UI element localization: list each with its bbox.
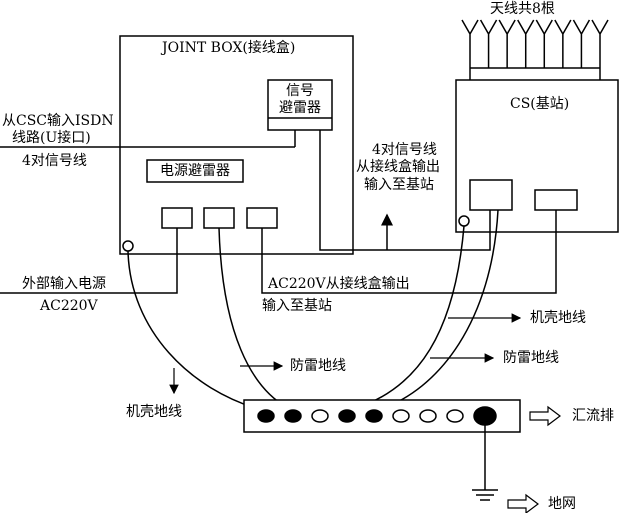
- antenna-1: [461, 19, 479, 68]
- antenna-array: [461, 19, 609, 80]
- lightning-ground-right-label: 防雷地线: [503, 350, 559, 366]
- cs-signal-terminal: [469, 179, 513, 211]
- busbar-hollow-arrow: [529, 405, 561, 427]
- busbar-label: 汇流排: [572, 408, 614, 424]
- antenna-6: [554, 19, 572, 68]
- power-arrester-box: [146, 159, 244, 183]
- antenna-7: [572, 19, 591, 68]
- isdn-label-1: 从CSC输入ISDN: [2, 113, 114, 129]
- signal-out-label-1: 4对信号线: [372, 142, 437, 158]
- isdn-label-2: 线路(U接口): [12, 130, 91, 146]
- signal-out-label-3: 输入至基站: [364, 177, 434, 193]
- signal-arrester-label-2: 避雷器: [279, 100, 321, 116]
- power-arrester-label: 电源避雷器: [160, 163, 230, 179]
- cs-chassis-ground-wire: [349, 225, 465, 411]
- busbar-hole-9: [473, 406, 497, 426]
- joint-box-title: JOINT BOX(接线盒): [162, 40, 296, 56]
- jb-chassis-ground-wire: [127, 250, 263, 411]
- busbar-hole-6: [392, 409, 410, 423]
- antenna-label: 天线共8根: [490, 1, 555, 17]
- jb-ground-lug: [122, 240, 134, 252]
- ac-out-label-1: AC220V从接线盒输出: [268, 276, 410, 292]
- joint-box: [119, 35, 354, 255]
- signal-arrester-box: [267, 79, 333, 131]
- antenna-5: [535, 19, 553, 68]
- busbar-hole-1: [257, 409, 275, 423]
- base-station-box: [455, 79, 619, 233]
- busbar-hole-4: [338, 409, 356, 423]
- antenna-3: [498, 19, 516, 68]
- busbar-hole-3: [311, 409, 329, 423]
- antenna-8: [591, 19, 609, 68]
- signal-pairs-label: 4对信号线: [22, 153, 87, 169]
- jb-terminal-2: [203, 207, 235, 229]
- signal-out-label-2: 从接线盒输出: [356, 159, 440, 175]
- antenna-4: [517, 19, 535, 68]
- busbar-hole-7: [419, 409, 437, 423]
- signal-arrester-label-1: 信号: [286, 83, 314, 99]
- busbar-hole-2: [284, 409, 302, 423]
- base-station-title: CS(基站): [510, 96, 570, 112]
- antenna-2: [479, 19, 498, 68]
- lightning-ground-left-label: 防雷地线: [290, 358, 346, 374]
- jb-terminal-3: [246, 207, 278, 229]
- ac-label: AC220V: [40, 298, 98, 314]
- cs-power-terminal: [534, 189, 578, 211]
- chassis-ground-right-label: 机壳地线: [530, 310, 586, 326]
- ac-out-label-2: 输入至基站: [262, 298, 332, 314]
- cs-lightning-ground-wire: [377, 209, 499, 411]
- chassis-ground-left-label: 机壳地线: [126, 404, 182, 420]
- busbar-hole-8: [446, 409, 464, 423]
- busbar-hole-5: [365, 409, 383, 423]
- jb-lightning-ground-wire: [218, 227, 293, 411]
- earth-label: 地网: [548, 496, 576, 512]
- cs-ground-lug: [458, 215, 470, 227]
- earth-hollow-arrow: [507, 493, 539, 513]
- busbar-holes: [257, 406, 497, 426]
- power-in-label: 外部输入电源: [22, 276, 106, 292]
- jb-terminal-1: [161, 207, 193, 229]
